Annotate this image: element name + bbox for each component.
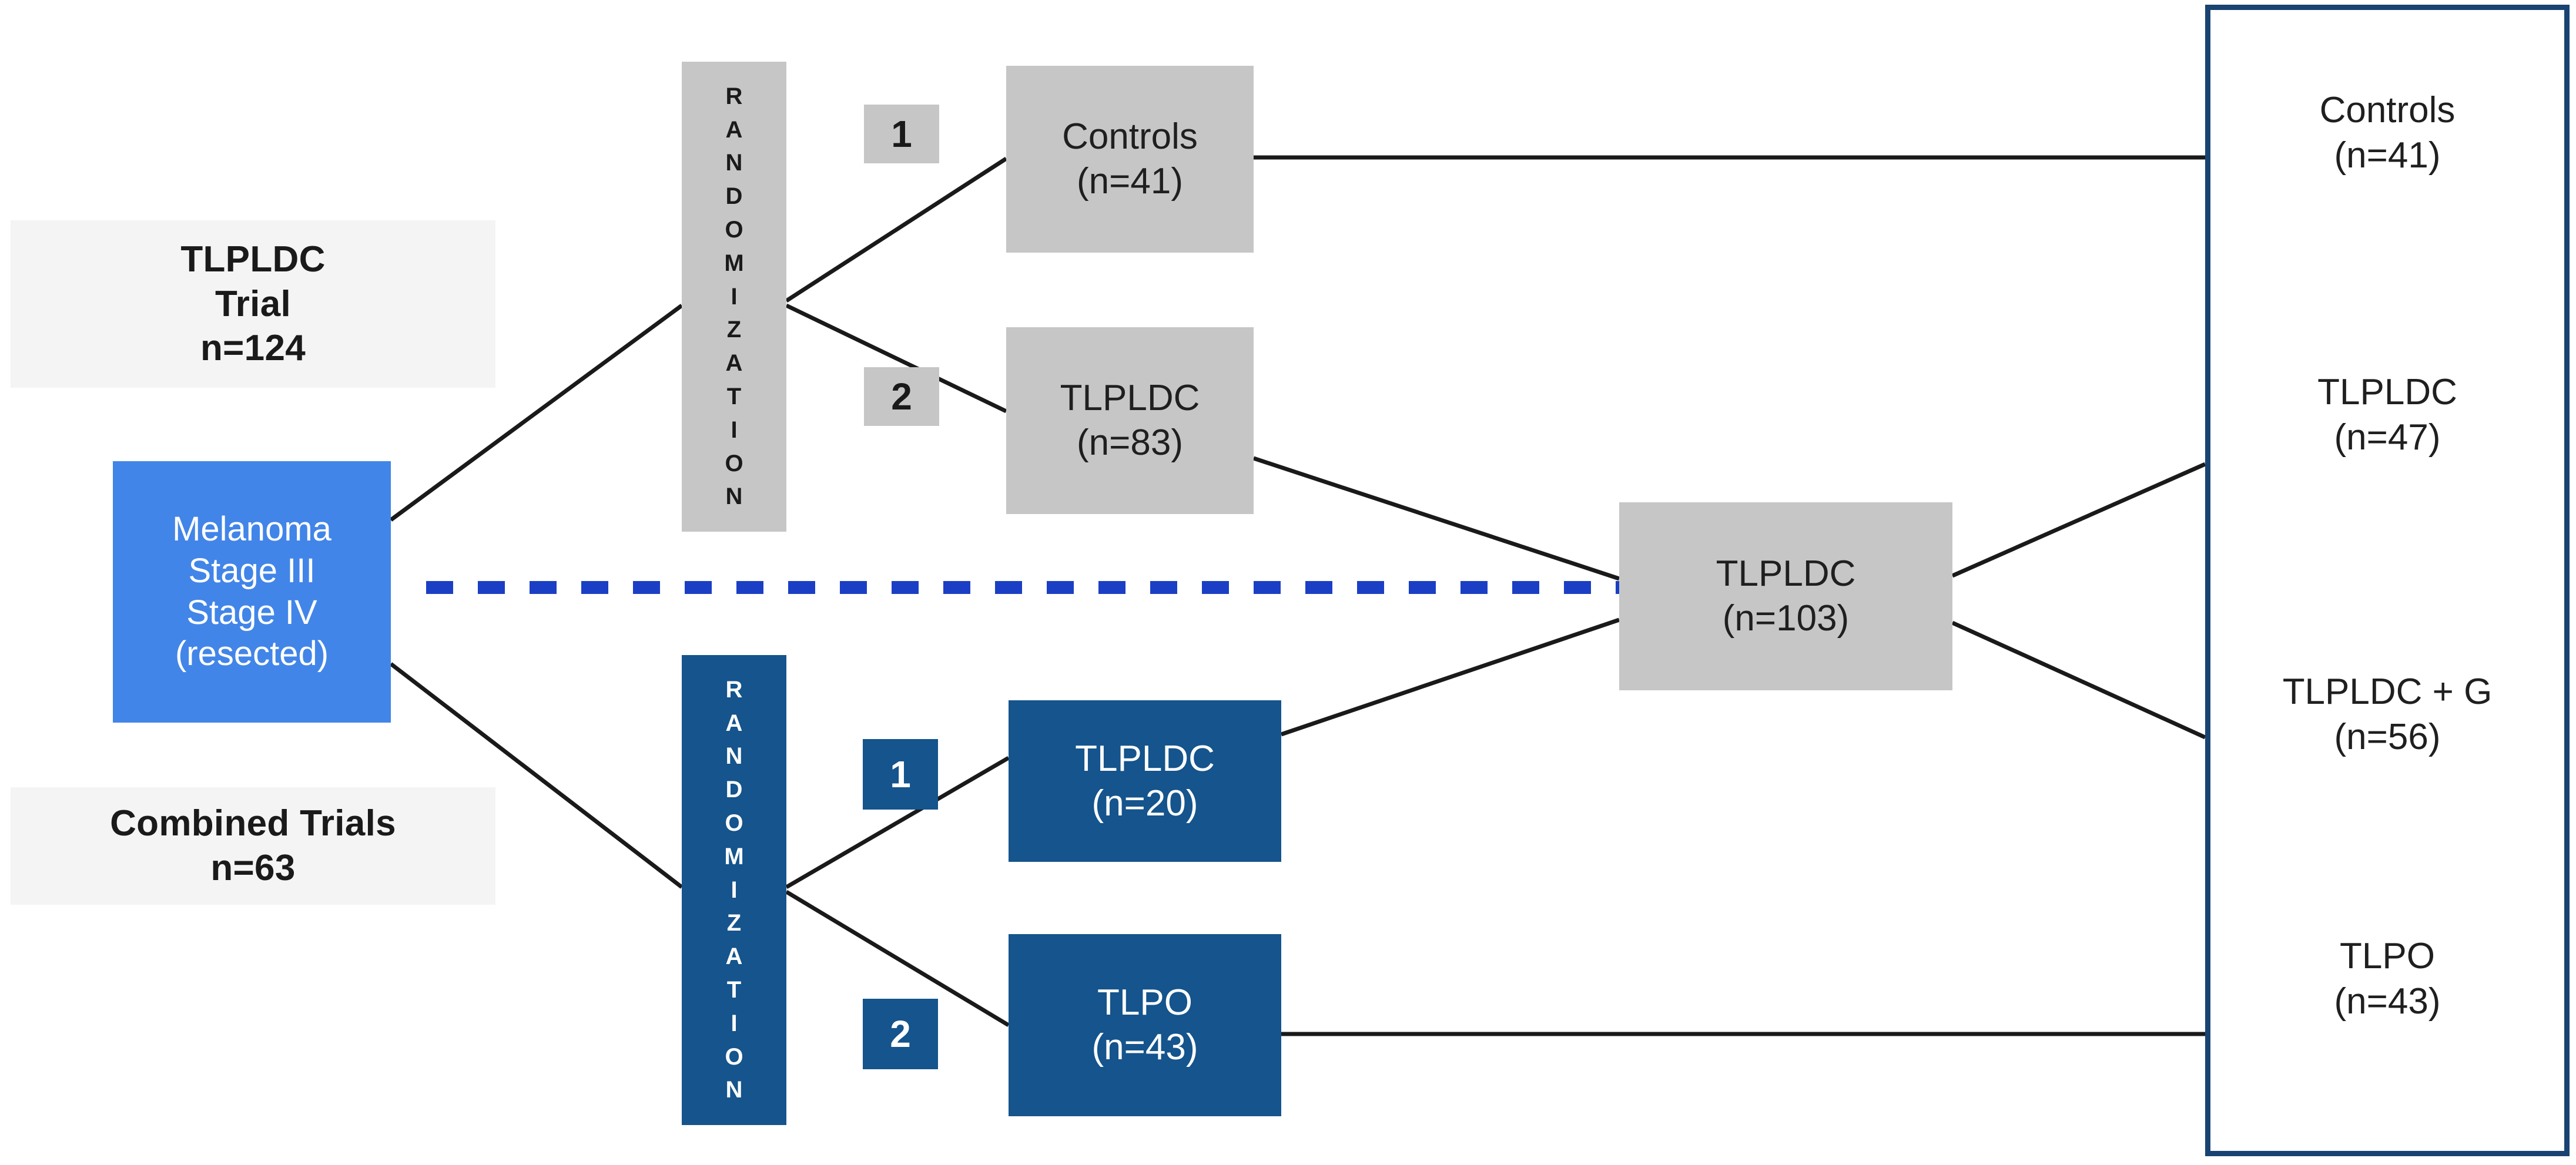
outcome-tlpldc-47: TLPLDC (n=47) — [2210, 351, 2564, 480]
box-controls-41-count: (n=41) — [1077, 161, 1183, 202]
rand-bottom-letter-10: I — [731, 1010, 738, 1036]
rand-top-letter-1: A — [725, 116, 743, 143]
box-tlpo-43-name: TLPO — [1097, 982, 1192, 1023]
outcome-tlpldc-47-count: (n=47) — [2334, 417, 2441, 458]
arm-badge-top-1-label: 1 — [891, 112, 912, 155]
box-controls-41: Controls (n=41) — [1006, 66, 1254, 253]
rand-top-letter-2: N — [725, 150, 743, 176]
randomization-bar-bottom: R A N D O M I Z A T I O N — [682, 655, 786, 1125]
rand-bottom-letter-3: D — [725, 777, 743, 803]
outcome-tlpo-43: TLPO (n=43) — [2210, 915, 2564, 1044]
source-node-melanoma: Melanoma Stage III Stage IV (resected) — [113, 461, 391, 723]
plate-tlpldc-trial-line2: Trial — [215, 283, 291, 324]
box-tlpldc-20: TLPLDC (n=20) — [1009, 700, 1281, 862]
box-pooled-tlpldc-103-name: TLPLDC — [1716, 553, 1856, 595]
outcome-tlpldc-g-56-count: (n=56) — [2334, 717, 2441, 757]
outcome-controls-41-count: (n=41) — [2334, 135, 2441, 176]
rand-bottom-letter-4: O — [725, 810, 743, 836]
outcome-tlpldc-g-56-name: TLPLDC + G — [2282, 672, 2493, 713]
rand-bottom-letter-5: M — [724, 843, 744, 869]
arm-badge-bottom-2: 2 — [863, 999, 938, 1069]
rand-bottom-letter-11: O — [725, 1043, 743, 1070]
source-line-stage4: Stage IV — [186, 593, 317, 632]
rand-top-letter-3: D — [725, 183, 743, 210]
edge-top-rand-to-controls41 — [785, 157, 1007, 303]
rand-top-letter-5: M — [724, 250, 744, 276]
arm-badge-top-1: 1 — [864, 105, 939, 163]
outcome-controls-41-name: Controls — [2319, 90, 2456, 131]
edge-pooled-to-outcome-tlpldc47 — [1951, 462, 2206, 578]
box-pooled-tlpldc-103: TLPLDC (n=103) — [1619, 502, 1952, 690]
rand-bottom-letter-7: Z — [726, 910, 742, 936]
outcome-controls-41: Controls (n=41) — [2210, 69, 2564, 198]
randomization-bar-top: R A N D O M I Z A T I O N — [682, 62, 786, 532]
rand-top-letter-6: I — [731, 283, 738, 310]
plate-tlpldc-trial-line3: n=124 — [200, 328, 306, 369]
box-tlpldc-83-count: (n=83) — [1077, 422, 1183, 463]
box-pooled-tlpldc-103-count: (n=103) — [1722, 598, 1850, 639]
arm-badge-bottom-1-label: 1 — [890, 753, 911, 795]
box-tlpo-43-count: (n=43) — [1091, 1027, 1198, 1067]
rand-top-letter-0: R — [725, 83, 743, 109]
source-line-stage3: Stage III — [188, 551, 316, 590]
outcome-tlpo-43-name: TLPO — [2340, 936, 2435, 977]
arm-badge-top-2: 2 — [864, 367, 939, 426]
arm-badge-bottom-2-label: 2 — [890, 1012, 911, 1055]
outcome-panel: Controls (n=41) TLPLDC (n=47) TLPLDC + G… — [2205, 5, 2570, 1156]
rand-top-letter-4: O — [725, 217, 743, 243]
rand-top-letter-11: O — [725, 450, 743, 476]
plate-combined-trials-line1: Combined Trials — [110, 803, 396, 844]
box-tlpldc-20-name: TLPLDC — [1075, 738, 1215, 779]
rand-bottom-letter-6: I — [731, 877, 738, 903]
rand-top-letter-9: T — [726, 383, 742, 409]
rand-top-letter-7: Z — [726, 317, 742, 343]
rand-bottom-letter-2: N — [725, 743, 743, 770]
plate-combined-trials: Combined Trials n=63 — [11, 787, 495, 905]
arm-badge-top-2-label: 2 — [891, 375, 912, 418]
edge-tlpldc83-to-pooled — [1252, 456, 1620, 581]
box-controls-41-name: Controls — [1062, 116, 1198, 157]
outcome-tlpldc-47-name: TLPLDC — [2317, 372, 2457, 413]
outcome-tlpo-43-count: (n=43) — [2334, 981, 2441, 1022]
rand-bottom-letter-1: A — [725, 710, 743, 736]
plate-tlpldc-trial: TLPLDC Trial n=124 — [11, 220, 495, 388]
outcome-tlpldc-g-56: TLPLDC + G (n=56) — [2210, 650, 2564, 780]
box-tlpo-43: TLPO (n=43) — [1009, 934, 1281, 1116]
rand-top-letter-10: I — [731, 417, 738, 443]
rand-top-letter-12: N — [725, 484, 743, 510]
source-line-resected: (resected) — [175, 634, 329, 673]
edge-pooled-to-outcome-tlpldcg56 — [1951, 620, 2206, 740]
plate-combined-trials-line2: n=63 — [210, 848, 296, 888]
box-tlpldc-83-name: TLPLDC — [1060, 378, 1200, 419]
rand-top-letter-8: A — [725, 350, 743, 377]
rand-bottom-letter-8: A — [725, 944, 743, 970]
rand-bottom-letter-9: T — [726, 976, 742, 1003]
rand-bottom-letter-0: R — [725, 676, 743, 703]
source-line-melanoma: Melanoma — [172, 510, 331, 548]
box-tlpldc-83: TLPLDC (n=83) — [1006, 327, 1254, 514]
arm-badge-bottom-1: 1 — [863, 739, 938, 810]
rand-bottom-letter-12: N — [725, 1077, 743, 1103]
plate-tlpldc-trial-line1: TLPLDC — [180, 239, 326, 280]
box-tlpldc-20-count: (n=20) — [1091, 783, 1198, 824]
edge-tlpldc20-to-pooled — [1280, 617, 1620, 737]
